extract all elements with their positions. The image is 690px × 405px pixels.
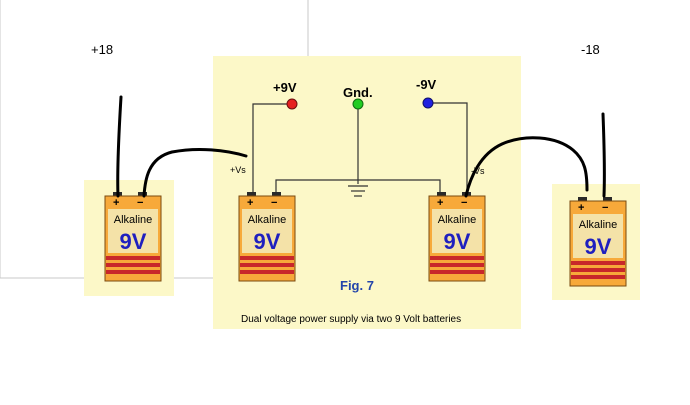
battery-stripe <box>430 270 484 274</box>
battery-label-area <box>432 209 482 253</box>
battery-stripe <box>571 261 625 265</box>
battery-label-area <box>242 209 292 253</box>
gnd-label: Gnd. <box>343 85 373 100</box>
battery-stripe <box>240 263 294 267</box>
minus9v-label: -9V <box>416 77 437 92</box>
minus-sign: − <box>602 202 608 214</box>
battery-voltage: 9V <box>444 229 471 254</box>
battery-left: + − Alkaline 9V <box>104 192 162 282</box>
battery-right: + − Alkaline 9V <box>569 197 627 287</box>
minus9v-terminal <box>422 97 434 109</box>
left-minus-wire <box>142 147 248 198</box>
plus9v-label: +9V <box>273 80 297 95</box>
minus-sign: − <box>137 197 143 209</box>
battery-label-area <box>573 214 623 258</box>
battery-stripe <box>571 275 625 279</box>
battery-voltage: 9V <box>120 229 147 254</box>
positive-terminal <box>437 192 446 197</box>
circuit-wires <box>252 102 468 196</box>
battery-brand: Alkaline <box>248 214 287 226</box>
plus-sign: + <box>437 197 443 209</box>
hand-drawn-wires <box>116 95 606 198</box>
battery-label-area <box>108 209 158 253</box>
vs-right-label: -Vs <box>471 166 485 176</box>
battery-stripe <box>430 263 484 267</box>
negative-terminal <box>272 192 281 197</box>
battery-brand: Alkaline <box>114 214 153 226</box>
minus-sign: − <box>461 197 467 209</box>
gnd-terminal <box>352 98 364 110</box>
positive-terminal <box>247 192 256 197</box>
battery-stripe <box>106 263 160 267</box>
battery-main-left: + − Alkaline 9V <box>238 192 296 282</box>
vs-left-label: +Vs <box>230 165 246 175</box>
ground-symbol <box>348 185 368 197</box>
fig-label: Fig. 7 <box>340 278 374 293</box>
left-plus-wire <box>116 95 123 198</box>
battery-voltage: 9V <box>585 234 612 259</box>
battery-stripe <box>240 270 294 274</box>
plus-sign: + <box>247 197 253 209</box>
negative-terminal <box>138 192 147 197</box>
plus-sign: + <box>578 202 584 214</box>
battery-brand: Alkaline <box>579 219 618 231</box>
battery-brand: Alkaline <box>438 214 477 226</box>
minus18-label: -18 <box>581 42 600 57</box>
negative-terminal <box>603 197 612 202</box>
caption: Dual voltage power supply via two 9 Volt… <box>241 314 461 325</box>
plus9v-terminal <box>286 98 298 110</box>
battery-stripe <box>571 268 625 272</box>
battery-stripe <box>240 256 294 260</box>
minus-sign: − <box>271 197 277 209</box>
positive-terminal <box>578 197 587 202</box>
battery-stripe <box>430 256 484 260</box>
batteries: + − Alkaline 9V + − Alkaline 9V + − Alkaline 9V + − Al… <box>104 192 627 287</box>
right-minus-wire <box>464 136 589 198</box>
battery-stripe <box>106 256 160 260</box>
battery-main-right: + − Alkaline 9V <box>428 192 486 282</box>
plus18-label: +18 <box>91 42 113 57</box>
plus-sign: + <box>113 197 119 209</box>
battery-stripe <box>106 270 160 274</box>
right-plus-wire <box>601 112 606 198</box>
battery-voltage: 9V <box>254 229 281 254</box>
